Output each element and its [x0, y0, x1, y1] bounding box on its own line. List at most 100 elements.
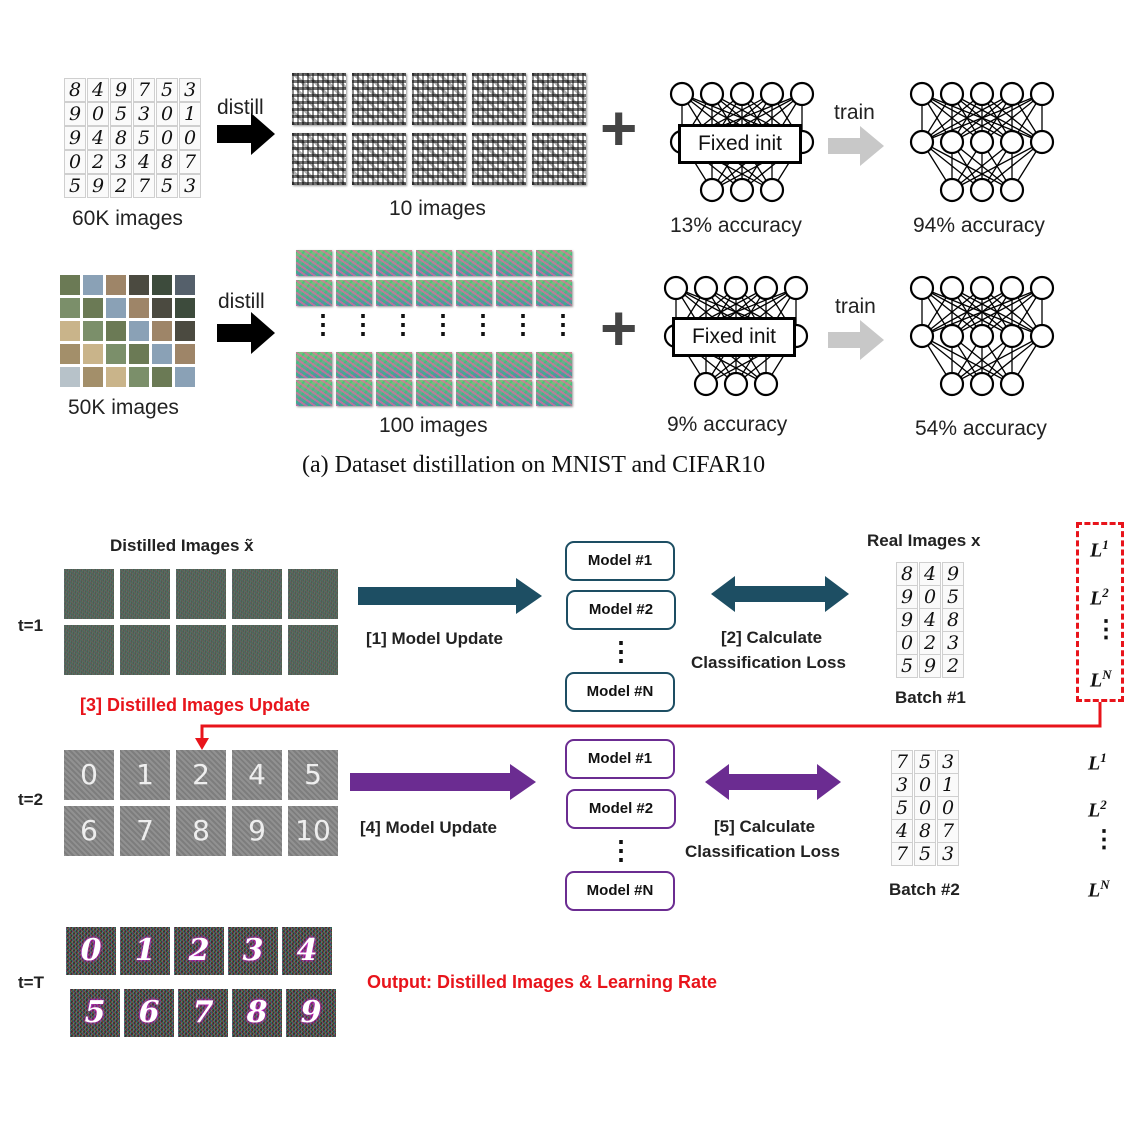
batch-1-label: Batch #1 [895, 688, 966, 707]
fixed-init-box-row1: Fixed init [678, 124, 802, 164]
mnist-source-digit: 4 [87, 126, 109, 150]
network-edge [921, 287, 983, 337]
cifar-distilled-tile [296, 280, 332, 306]
model-2-label-step2: Model #2 [588, 800, 654, 817]
network-node [693, 275, 719, 301]
cifar-source-tile [106, 298, 126, 318]
model-update-label-2: [4] Model Update [360, 818, 497, 837]
loss-1-step1: L1 [1090, 537, 1109, 562]
final-distilled-tile: 1 [120, 927, 170, 975]
real-batch-digit: 9 [896, 585, 918, 609]
distilled-digit-tile: 2 [176, 750, 226, 800]
mnist-distilled-tile [292, 73, 346, 125]
network-node [999, 129, 1025, 155]
cifar-distilled-tile [456, 280, 492, 306]
network-node [663, 275, 689, 301]
mnist-source-digit: 5 [156, 78, 178, 102]
real-batch-digit: 5 [942, 585, 964, 609]
distilled-noise-tile [176, 625, 226, 675]
real-batch-digit: 5 [896, 654, 918, 678]
network-edge [921, 93, 1043, 143]
real-batch-digit: 7 [891, 842, 913, 866]
real-batch-digit: 5 [914, 842, 936, 866]
final-distilled-tile: 5 [70, 989, 120, 1037]
cifar-distilled-tile [376, 280, 412, 306]
mnist-source-digit: 8 [156, 150, 178, 174]
cifar-source-tile [152, 298, 172, 318]
network-node [969, 177, 995, 203]
final-distilled-tile: 3 [228, 927, 278, 975]
network-node [753, 371, 779, 397]
distilled-digit-label: 4 [248, 758, 266, 791]
cifar-distilled-vdots: ⋮ [310, 309, 336, 339]
network-node [999, 323, 1025, 349]
loss-2-step2: L2 [1088, 797, 1107, 822]
cifar-source-tile [83, 321, 103, 341]
distilled-digit-tile: 0 [64, 750, 114, 800]
network-edge [951, 93, 1043, 143]
distilled-noise-tile [120, 569, 170, 619]
mnist-source-digit: 5 [156, 174, 178, 198]
cifar-distilled-vdots: ⋮ [550, 309, 576, 339]
mnist-source-digit: 8 [64, 78, 86, 102]
cifar-distilled-tile [296, 380, 332, 406]
cifar-distilled-tile [456, 352, 492, 378]
real-batch-digit: 9 [919, 654, 941, 678]
network-node [759, 177, 785, 203]
cifar-distilled-tile [336, 352, 372, 378]
mnist-distilled-tile [352, 73, 406, 125]
network-node [699, 81, 725, 107]
model-n-label-step2: Model #N [586, 882, 654, 899]
fixed-init-label-row1: Fixed init [697, 132, 783, 155]
network-node [999, 275, 1025, 301]
mnist-source-digit: 0 [64, 150, 86, 174]
real-batch-digit: 0 [914, 796, 936, 820]
real-batch-digit: 9 [942, 562, 964, 586]
network-node [909, 275, 935, 301]
distilled-digit-tile: 10 [288, 806, 338, 856]
network-node [783, 275, 809, 301]
cifar-distilled-tile [536, 250, 572, 276]
loss-1-step2: L1 [1088, 750, 1107, 775]
mnist-source-label: 60K images [72, 207, 183, 230]
network-edge [981, 141, 1043, 191]
cifar-distilled-tile [496, 380, 532, 406]
mnist-distilled-tile [472, 73, 526, 125]
cifar-source-tile [129, 344, 149, 364]
cifar-source-tile [152, 367, 172, 387]
real-batch-digit: 2 [942, 654, 964, 678]
cifar-source-tile [152, 275, 172, 295]
loss-group-box [1076, 522, 1124, 702]
real-batch-digit: 5 [891, 796, 913, 820]
time-label-t2: t=2 [18, 790, 44, 809]
network-node [999, 177, 1025, 203]
mnist-source-digit: 8 [110, 126, 132, 150]
model-1-box-step1: Model #1 [565, 541, 675, 581]
real-batch-digit: 0 [896, 631, 918, 655]
real-batch-digit: 9 [896, 608, 918, 632]
mnist-distilled-tile [472, 133, 526, 185]
calc-loss-line1-step1: [2] Calculate [721, 628, 823, 647]
train-arrow-row2 [828, 320, 884, 360]
distilled-digit-label: 2 [192, 758, 210, 791]
network-edge [921, 287, 1013, 337]
real-batch-digit: 8 [942, 608, 964, 632]
real-batch-digit: 2 [919, 631, 941, 655]
mnist-source-digit: 7 [179, 150, 201, 174]
model-1-box-step2: Model #1 [565, 739, 675, 779]
network-edge [921, 93, 983, 143]
time-label-tT: t=T [18, 973, 44, 992]
cifar-source-tile [106, 275, 126, 295]
distilled-noise-tile [288, 569, 338, 619]
mnist-source-digit: 9 [64, 102, 86, 126]
distill-label-row2: distill [218, 290, 265, 313]
network-node [723, 371, 749, 397]
model-n-box-step2: Model #N [565, 871, 675, 911]
cifar-source-tile [129, 367, 149, 387]
real-batch-digit: 3 [942, 631, 964, 655]
network-node [939, 371, 965, 397]
final-distilled-tile: 4 [282, 927, 332, 975]
